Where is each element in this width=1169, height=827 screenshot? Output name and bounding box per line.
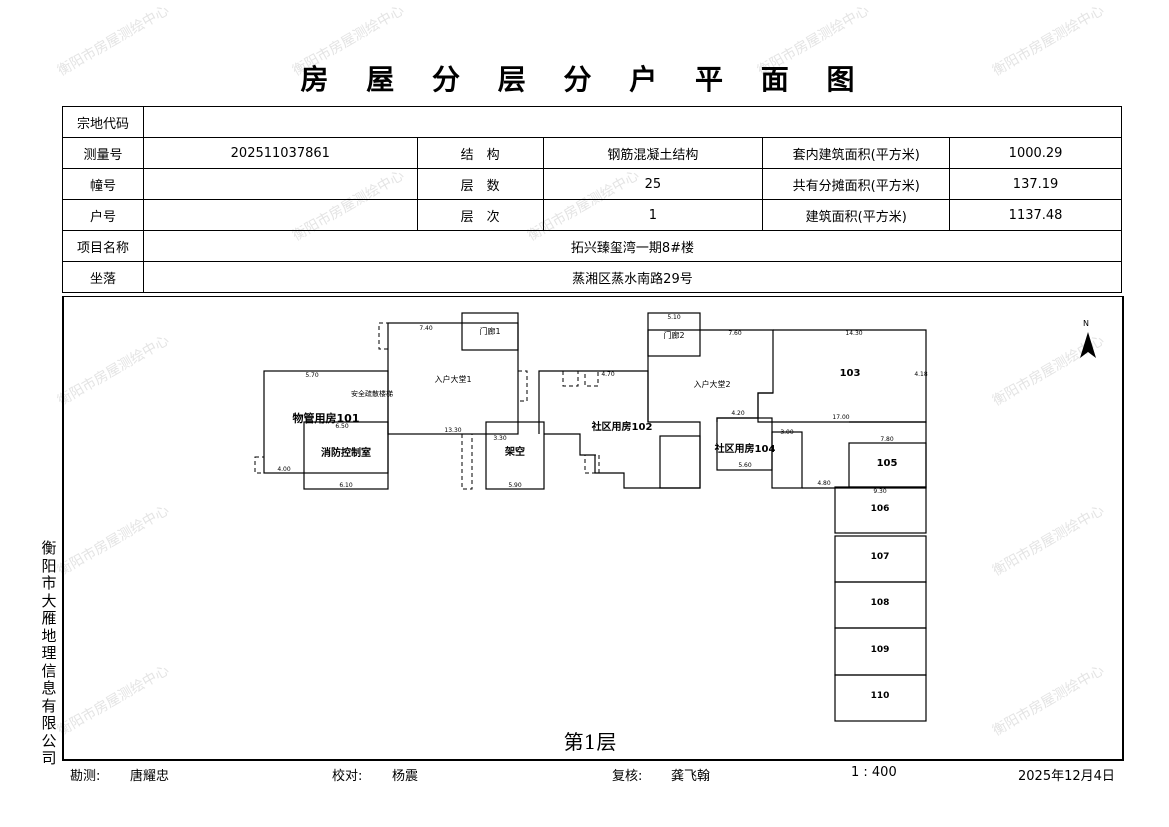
dimension-label: 4.20 [731,410,745,417]
building-area-label: 建筑面积(平方米) [762,199,951,231]
building-area: 1137.48 [949,199,1122,231]
room-label: 110 [871,691,890,701]
dimension-label: 5.70 [305,372,319,379]
room-label: 社区用房104 [714,442,776,455]
structure: 钢筋混凝土结构 [542,137,764,169]
north-arrow-icon: N [1080,319,1096,358]
room-porch1-outline [461,312,519,351]
surveyor: 唐耀忠 [130,769,170,784]
room-label: 社区用房102 [591,420,653,433]
dimension-label: 17.00 [832,414,849,421]
dimension-label: 9.30 [873,488,887,495]
floors: 25 [542,168,764,200]
dimension-label: 7.60 [728,330,742,337]
room-label: 107 [871,552,890,562]
reviewer-label: 复核: [612,769,643,784]
dimension-label: 4.00 [277,466,291,473]
room-label: 架空 [504,445,525,458]
dimension-label: 6.50 [335,423,349,430]
dimension-label: 7.40 [419,325,433,332]
dimension-label: 14.30 [845,330,862,337]
room-label: 门廊1 [479,326,500,336]
room-label: 105 [877,458,898,469]
room-104-sub-outline [771,431,803,489]
room-label: 物管用房101 [293,411,360,425]
location: 蒸湘区蒸水南路29号 [142,261,1123,293]
room-label: 消防控制室 [321,446,371,459]
room-110-outline [834,674,927,722]
room-106-outline [834,486,927,534]
dimension-label: 4.80 [817,480,831,487]
drawing-frame [62,296,1124,761]
dimension-label: 4.18 [914,371,928,378]
room-label: 106 [871,504,890,514]
page-title: 房 屋 分 层 分 户 平 面 图 [300,63,869,96]
scale: 1 : 400 [851,765,897,780]
room-103-outline [757,329,927,423]
reviewer: 龚飞翰 [671,769,711,784]
room-label: 108 [871,598,890,608]
checker: 杨震 [392,769,419,784]
room-porch2-outline [647,312,701,357]
surveyor-label: 勘测: [70,769,101,784]
dimension-label: 4.70 [601,371,615,378]
dimension-label: 13.30 [444,427,461,434]
room-label: 103 [840,368,861,379]
floor-label: 第1层 [563,730,617,754]
checker-label: 校对: [332,769,363,784]
dimension-label: 5.60 [738,462,752,469]
shared-area: 137.19 [949,168,1122,200]
room-lobby2-outline [647,329,774,422]
inner-area: 1000.29 [949,137,1122,169]
room-label: 109 [871,645,890,655]
project-label: 项目名称 [62,230,144,262]
room-label: 安全疏散楼梯 [351,389,393,398]
room-label: 入户大堂2 [693,379,730,389]
dimension-label: 7.80 [880,436,894,443]
company-name-vertical: 衡阳市大雁地理信息有限公司 [41,539,57,767]
dimension-label: 3.00 [780,429,794,436]
room-fire-outline [303,421,389,490]
room-open-outline [485,421,545,490]
svg-text:N: N [1083,319,1089,328]
floor-level: 1 [542,199,764,231]
dimension-label: 5.90 [508,482,522,489]
room-102-sub-outline [659,435,701,489]
date: 2025年12月4日 [1018,769,1115,784]
room-label: 入户大堂1 [434,374,471,384]
dimension-label: 5.10 [667,314,681,321]
building-no-label: 幢号 [62,168,144,200]
parcel-code-label: 宗地代码 [62,106,144,138]
dimension-label: 6.10 [339,482,353,489]
dimension-label: 3.30 [493,435,507,442]
room-label: 门廊2 [663,330,684,340]
